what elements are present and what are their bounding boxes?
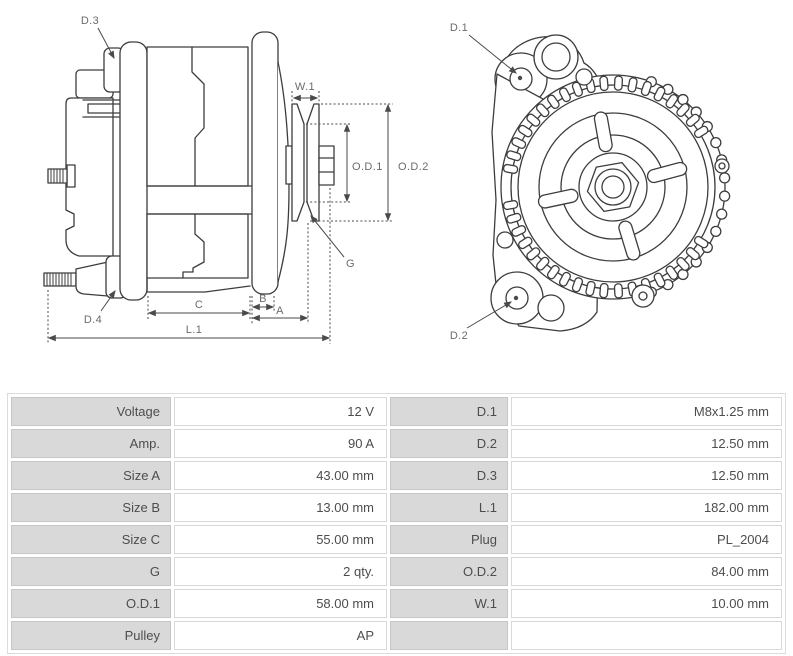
dimension-labels: D.3 W.1 O.D.1 O.D.2 G D.4 C B A L.1 D.1 … (81, 15, 468, 342)
spec-value-cell: 13.00 mm (174, 493, 387, 522)
spec-label-cell (390, 621, 508, 650)
stator-contour-lower (182, 213, 205, 279)
spec-label-cell: Size C (11, 525, 171, 554)
pulley-left-disc (291, 103, 305, 222)
spec-label-cell: Amp. (11, 429, 171, 458)
right-tab (714, 158, 730, 174)
housing-rim (510, 84, 716, 290)
label-d4: D.4 (84, 314, 102, 326)
face-spokes (537, 111, 688, 261)
base-plate (146, 277, 251, 293)
spec-label-cell: L.1 (390, 493, 508, 522)
side-view (43, 31, 335, 301)
spec-value-cell: 90 A (174, 429, 387, 458)
spec-value-cell: 182.00 mm (511, 493, 782, 522)
label-d3: D.3 (81, 15, 99, 27)
terminal-base (66, 164, 76, 188)
bottom-right-ear (631, 284, 655, 308)
label-d2: D.2 (450, 330, 468, 342)
spec-label-cell: O.D.2 (390, 557, 508, 586)
spec-label-cell: D.3 (390, 461, 508, 490)
spec-value-cell: 12.50 mm (511, 429, 782, 458)
right-tab-hole (718, 162, 726, 170)
leader-d1 (468, 34, 517, 74)
terminal-stud-threads (50, 168, 64, 184)
spec-label-cell: G (11, 557, 171, 586)
leader-d3 (97, 27, 115, 60)
stator-lower (146, 213, 249, 279)
spec-label-cell: D.2 (390, 429, 508, 458)
front-bracket (251, 31, 279, 295)
label-l1: L.1 (186, 324, 203, 336)
label-b: B (259, 293, 267, 305)
bottom-right-ear-hole (638, 291, 648, 301)
spec-label-cell: D.1 (390, 397, 508, 426)
spec-value-cell: 58.00 mm (174, 589, 387, 618)
spec-value-cell: 2 qty. (174, 557, 387, 586)
top-arm-hole (541, 42, 571, 72)
leader-d1-dot (517, 75, 523, 81)
dimension-lines (47, 27, 523, 342)
spec-value-cell: 84.00 mm (511, 557, 782, 586)
rear-housing (65, 97, 114, 257)
shaft-nut-lines (318, 157, 335, 173)
spec-value-cell: 12.50 mm (511, 461, 782, 490)
front-view (490, 34, 731, 332)
alternator-diagram: D.3 W.1 O.D.1 O.D.2 G D.4 C B A L.1 D.1 … (43, 15, 731, 344)
spec-value-cell (511, 621, 782, 650)
leader-d2 (466, 301, 513, 329)
spec-label-cell: Voltage (11, 397, 171, 426)
spec-label-cell: Pulley (11, 621, 171, 650)
label-d1: D.1 (450, 22, 468, 34)
shaft-stub (285, 145, 293, 185)
spec-value-cell: 12 V (174, 397, 387, 426)
stator-contour-upper (191, 46, 205, 187)
top-small-hole (575, 68, 593, 86)
vent-slots (502, 75, 709, 299)
face-ring-outer (538, 112, 688, 262)
label-od1: O.D.1 (352, 161, 383, 173)
shaft-end (601, 175, 625, 199)
rear-bracket (119, 41, 148, 301)
shaft-band (146, 185, 253, 215)
leader-g (310, 215, 345, 258)
spec-value-cell: 43.00 mm (174, 461, 387, 490)
plate-hole (496, 231, 514, 249)
leader-d4 (100, 290, 116, 312)
front-cone (277, 61, 290, 283)
label-c: C (195, 299, 203, 311)
spec-label-cell: Size B (11, 493, 171, 522)
spec-value-cell: M8x1.25 mm (511, 397, 782, 426)
leader-d2-dot (513, 295, 519, 301)
face-ring-inner (560, 134, 666, 240)
label-a: A (276, 305, 284, 317)
label-od2: O.D.2 (398, 161, 429, 173)
pulley-right-disc (306, 103, 320, 222)
shaft-nut (318, 145, 335, 186)
stator-upper (146, 46, 249, 187)
spec-label-cell: Plug (390, 525, 508, 554)
label-g: G (346, 258, 355, 270)
mount-bolt-threads (46, 272, 72, 287)
spec-value-cell: 10.00 mm (511, 589, 782, 618)
spec-label-cell: O.D.1 (11, 589, 171, 618)
bottom-arm-hole (537, 294, 565, 322)
spec-value-cell: 55.00 mm (174, 525, 387, 554)
label-w1: W.1 (295, 81, 315, 93)
spec-value-cell: PL_2004 (511, 525, 782, 554)
spec-label-cell: Size A (11, 461, 171, 490)
spec-label-cell: W.1 (390, 589, 508, 618)
spec-value-cell: AP (174, 621, 387, 650)
